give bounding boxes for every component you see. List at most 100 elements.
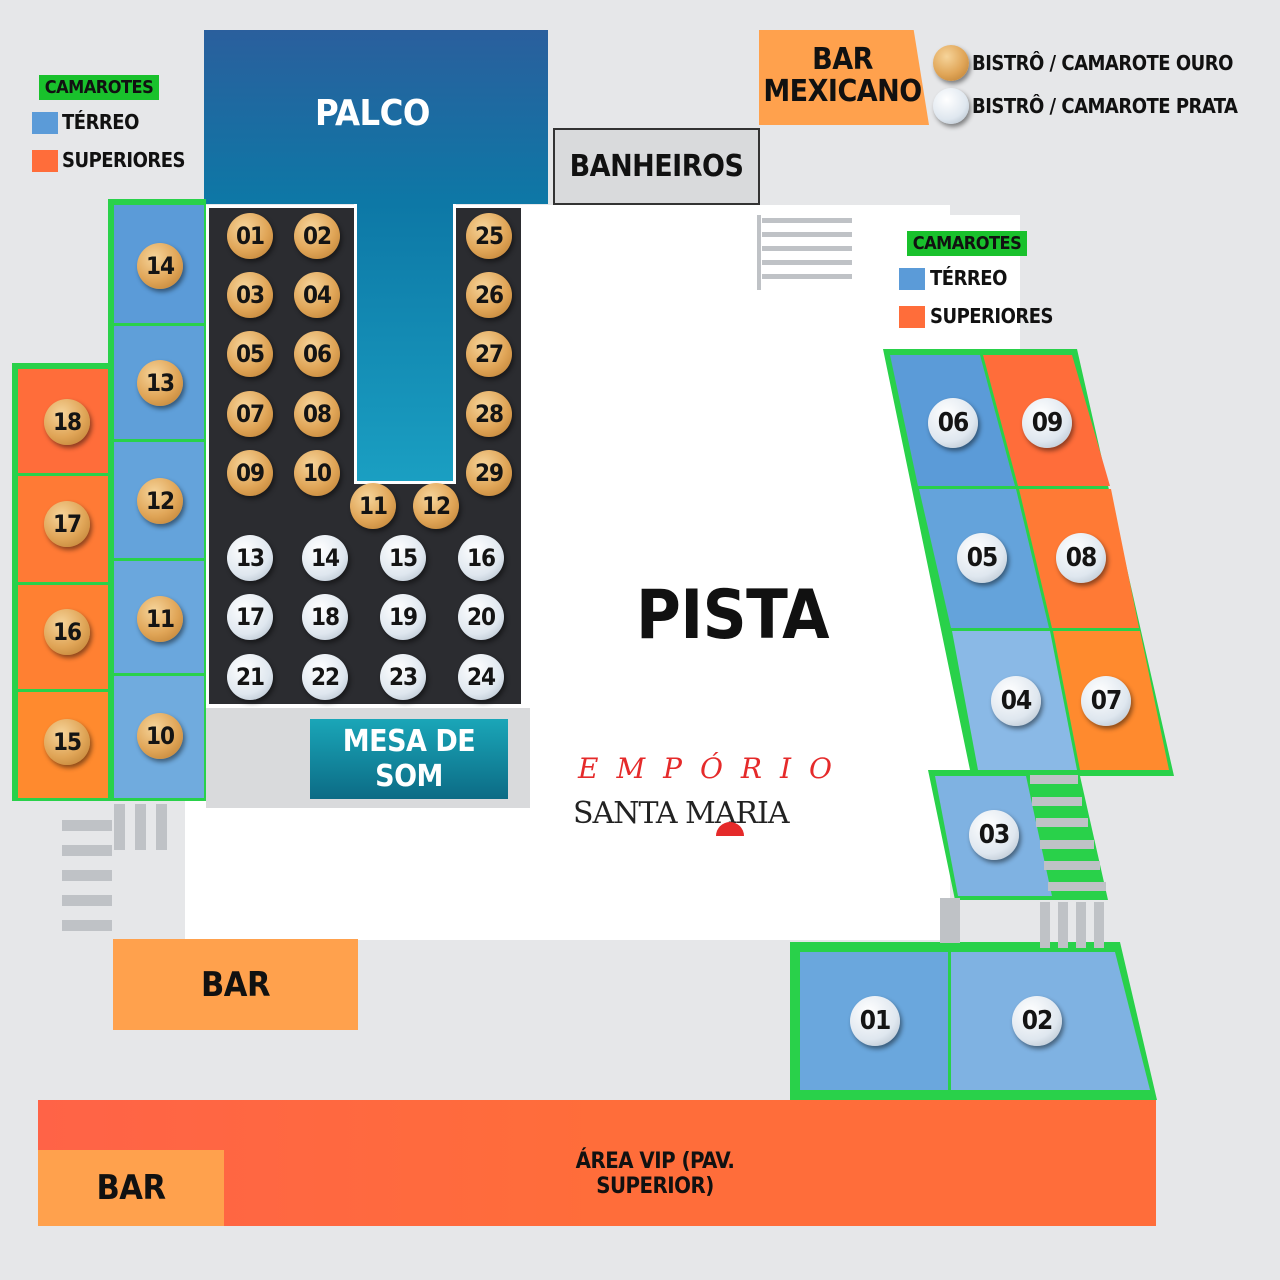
bistro-prata-14[interactable]: 14 [302, 535, 348, 581]
bistro-prata-17[interactable]: 17 [227, 594, 273, 640]
stage-runway [354, 204, 456, 484]
legend-left-terreo-label: TÉRREO [62, 110, 139, 134]
stairs-step [762, 218, 852, 223]
bistro-ouro-09[interactable]: 09 [227, 450, 273, 496]
bar-mexicano [759, 30, 929, 125]
camarote-terreo-06[interactable]: 06 [928, 398, 978, 448]
stairs-left-step [62, 895, 112, 906]
stairs-right-step [1048, 882, 1106, 891]
camarote-sup-09[interactable]: 09 [1022, 398, 1072, 448]
stairs-left-step [62, 920, 112, 931]
bistro-prata-23[interactable]: 23 [380, 654, 426, 700]
bistro-ouro-07[interactable]: 07 [227, 391, 273, 437]
stairs-right-step [1032, 797, 1082, 806]
legend-left-terreo-swatch [32, 112, 58, 134]
stairs-left-rail [135, 804, 146, 850]
bistro-ouro-01[interactable]: 01 [227, 213, 273, 259]
legend-left-superiores-swatch [32, 150, 58, 172]
bistro-ouro-29[interactable]: 29 [466, 450, 512, 496]
stairs-left-step [62, 820, 112, 831]
camarote-sup-18[interactable]: 18 [44, 399, 90, 445]
bistro-prata-22[interactable]: 22 [302, 654, 348, 700]
stairs-right-rail [1094, 902, 1104, 948]
stairs-right-rail [1058, 902, 1068, 948]
camarote-sup-08[interactable]: 08 [1056, 533, 1106, 583]
stairs-step [762, 274, 852, 279]
bistro-ouro-06[interactable]: 06 [294, 331, 340, 377]
bistro-ouro-25[interactable]: 25 [466, 213, 512, 259]
stairs-right-step [1040, 840, 1094, 849]
stairs-right-rail [1076, 902, 1086, 948]
bistro-prata-18[interactable]: 18 [302, 594, 348, 640]
camarote-terreo-12[interactable]: 12 [137, 478, 183, 524]
camarote-terreo-11[interactable]: 11 [137, 596, 183, 642]
camarote-sup-16[interactable]: 16 [44, 609, 90, 655]
legend-ouro-icon [933, 45, 969, 81]
camarote-sup-15[interactable]: 15 [44, 719, 90, 765]
stairs-right-step [1044, 861, 1100, 870]
bistro-ouro-12[interactable]: 12 [413, 483, 459, 529]
legend-right-terreo-swatch [899, 268, 925, 290]
bistro-prata-21[interactable]: 21 [227, 654, 273, 700]
logo-sun-icon [716, 822, 744, 836]
legend-right-superiores-swatch [899, 306, 925, 328]
bistro-ouro-26[interactable]: 26 [466, 272, 512, 318]
bistro-prata-16[interactable]: 16 [458, 535, 504, 581]
bistro-ouro-27[interactable]: 27 [466, 331, 512, 377]
stairs-left-step [62, 870, 112, 881]
stairs-right-rail-small [940, 898, 960, 943]
bistro-ouro-11[interactable]: 11 [350, 483, 396, 529]
bistro-prata-13[interactable]: 13 [227, 535, 273, 581]
stairs-step [762, 246, 852, 251]
stairs-left-rail [114, 804, 125, 850]
pista-label: PISTA [636, 575, 829, 655]
bistro-prata-20[interactable]: 20 [458, 594, 504, 640]
legend-prata-icon [933, 88, 969, 124]
camarote-terreo-02[interactable]: 02 [1012, 996, 1062, 1046]
legend-prata-label: BISTRÔ / CAMAROTE PRATA [972, 94, 1238, 118]
camarote-terreo-04[interactable]: 04 [991, 676, 1041, 726]
bistro-ouro-28[interactable]: 28 [466, 391, 512, 437]
camarote-terreo-14[interactable]: 14 [137, 243, 183, 289]
logo-emporio: EMPÓRIO [578, 752, 851, 785]
bar-mexicano-label-2: MEXICANO [763, 73, 922, 109]
banheiros: BANHEIROS [553, 128, 760, 205]
stage-label: PALCO [315, 92, 430, 134]
camarote-terreo-10[interactable]: 10 [137, 713, 183, 759]
bistro-prata-15[interactable]: 15 [380, 535, 426, 581]
camarote-terreo-01[interactable]: 01 [850, 996, 900, 1046]
bistro-prata-24[interactable]: 24 [458, 654, 504, 700]
bar-left: BAR [113, 939, 358, 1030]
stairs-step [762, 260, 852, 265]
bar-mexicano-label-1: BAR [812, 41, 873, 77]
legend-right-title: CAMAROTES [907, 231, 1027, 256]
bistro-ouro-03[interactable]: 03 [227, 272, 273, 318]
stairs-left-step [62, 845, 112, 856]
bistro-ouro-05[interactable]: 05 [227, 331, 273, 377]
legend-left-superiores-label: SUPERIORES [62, 148, 186, 172]
mesa-de-som: MESA DE SOM [310, 719, 508, 799]
stairs-right-step [1030, 775, 1078, 784]
legend-right-superiores-label: SUPERIORES [930, 304, 1054, 328]
area-vip-label: ÁREA VIP (PAV. SUPERIOR) [575, 1149, 735, 1199]
legend-right-terreo-label: TÉRREO [930, 266, 1007, 290]
camarote-sup-07[interactable]: 07 [1081, 676, 1131, 726]
camarote-sup-17[interactable]: 17 [44, 501, 90, 547]
bistro-ouro-08[interactable]: 08 [294, 391, 340, 437]
stairs-top [757, 215, 761, 290]
bistro-ouro-02[interactable]: 02 [294, 213, 340, 259]
legend-ouro-label: BISTRÔ / CAMAROTE OURO [972, 51, 1233, 75]
camarote-terreo-05[interactable]: 05 [957, 533, 1007, 583]
bistro-prata-19[interactable]: 19 [380, 594, 426, 640]
camarote-terreo-03[interactable]: 03 [969, 810, 1019, 860]
bar-bottom: BAR [38, 1150, 224, 1226]
stairs-left-rail [156, 804, 167, 850]
stairs-step [762, 232, 852, 237]
camarote-terreo-13[interactable]: 13 [137, 360, 183, 406]
bistro-ouro-04[interactable]: 04 [294, 272, 340, 318]
bistro-ouro-10[interactable]: 10 [294, 450, 340, 496]
stage-runway-top [357, 200, 453, 208]
legend-left-title: CAMAROTES [39, 75, 159, 100]
logo-santa-maria: SANTA MARIA [573, 796, 790, 831]
stairs-right-rail [1040, 902, 1050, 948]
